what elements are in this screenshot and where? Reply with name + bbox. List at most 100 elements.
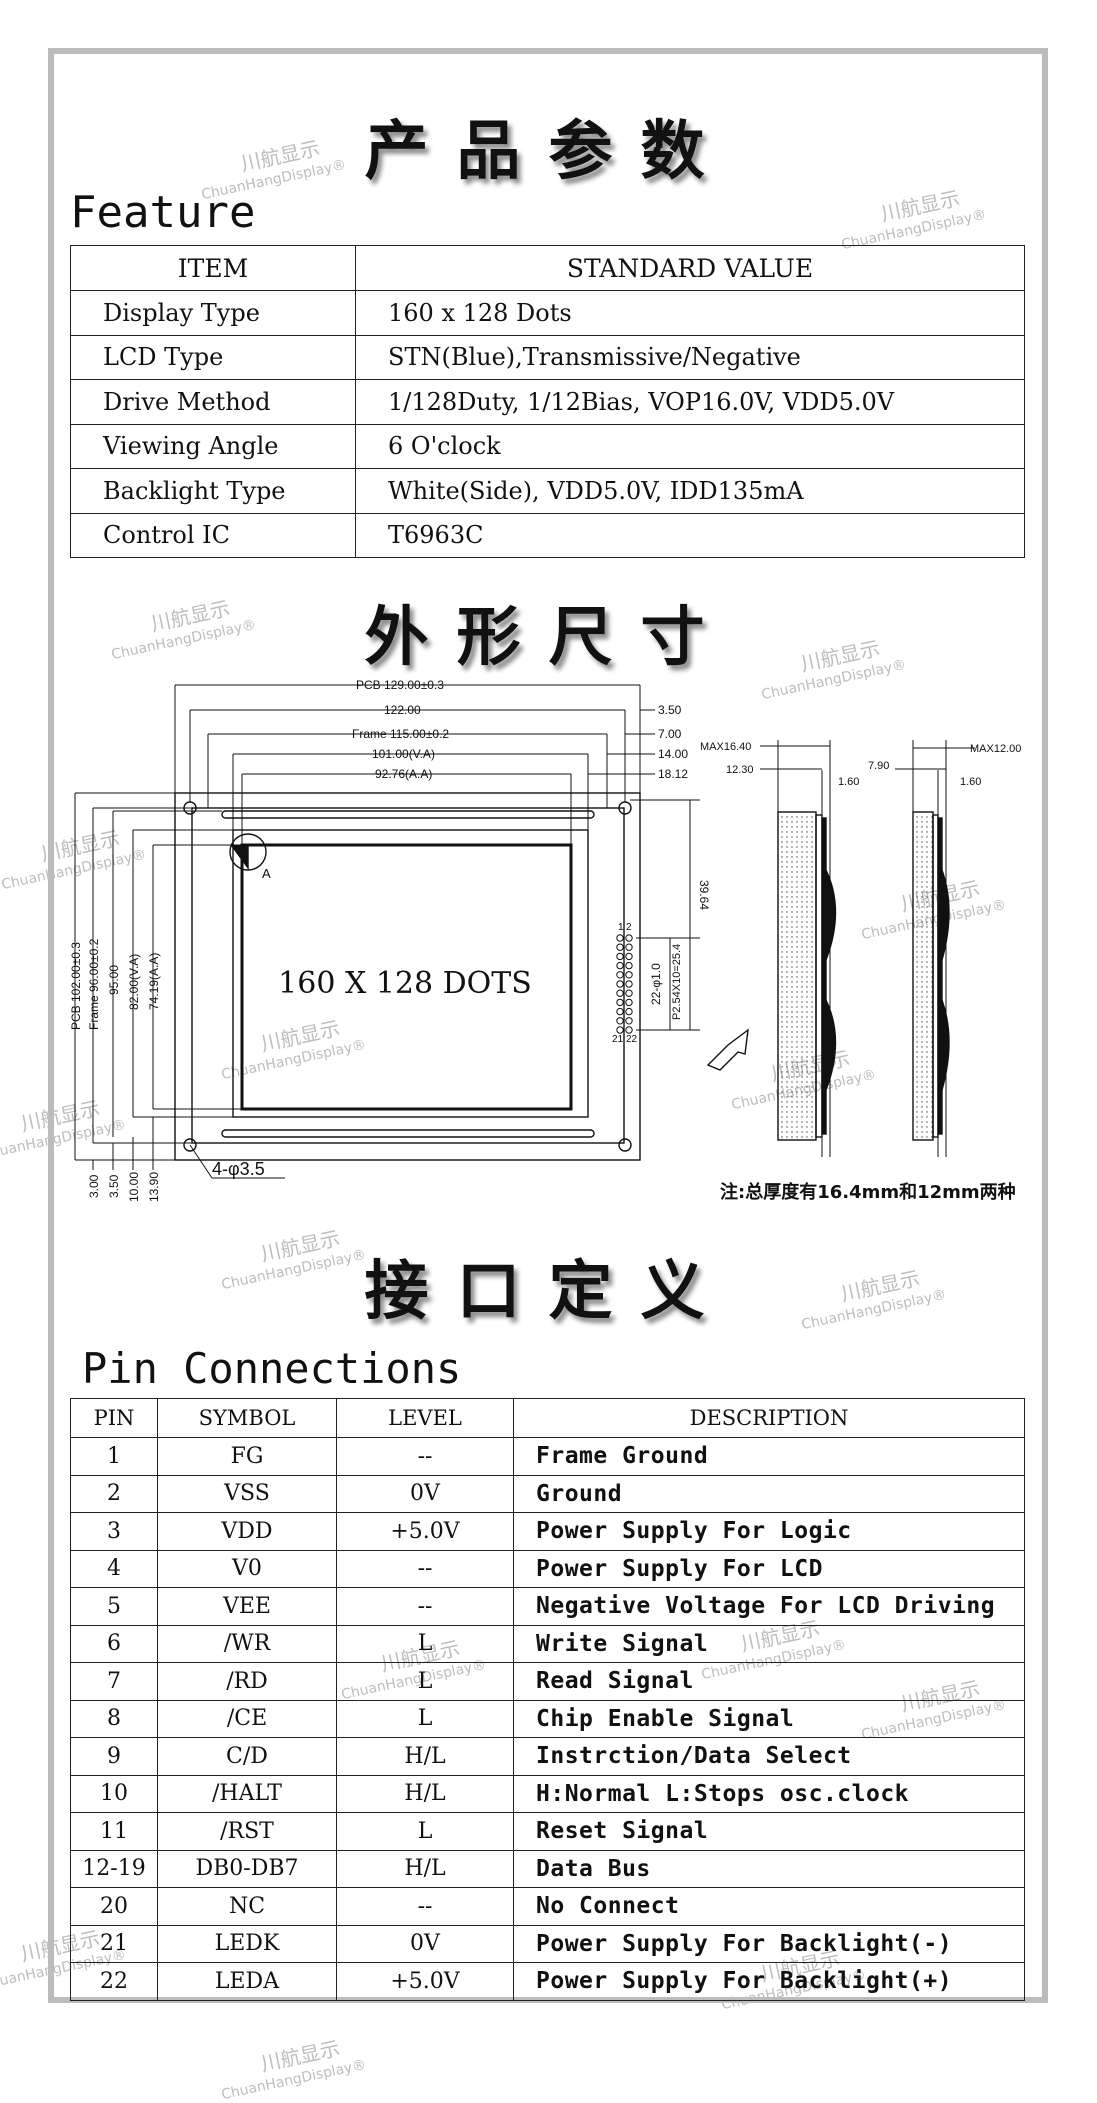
dim-14-00: 14.00 xyxy=(658,747,688,761)
pin-level-cell: -- xyxy=(336,1887,514,1926)
connector-pin xyxy=(616,989,624,997)
connector-pin xyxy=(616,1007,624,1016)
pin-number-cell: 10 xyxy=(70,1774,158,1813)
connector-pin xyxy=(625,1017,633,1025)
pin-level-cell: 0V xyxy=(336,1474,514,1513)
pin-description-cell: Power Supply For Backlight(-) xyxy=(513,1924,1025,1963)
mounting-hole-bl xyxy=(183,1138,197,1152)
pin-number-cell: 7 xyxy=(70,1662,158,1701)
pin-description-cell: H:Normal L:Stops osc.clock xyxy=(513,1774,1025,1813)
pin-symbol-cell: VSS xyxy=(157,1474,337,1513)
pin-symbol-cell: /CE xyxy=(157,1699,337,1738)
pin-level-cell: -- xyxy=(336,1587,514,1626)
feature-item-cell: Drive Method xyxy=(70,379,356,425)
dim-10-00: 10.00 xyxy=(127,1172,141,1202)
pin-level-cell: L xyxy=(336,1624,514,1663)
pin-description-cell: No Connect xyxy=(513,1887,1025,1926)
pin-symbol-cell: /HALT xyxy=(157,1774,337,1813)
pcb-outline xyxy=(174,792,641,1161)
table-header-row: PIN SYMBOL LEVEL DESCRIPTION xyxy=(70,1398,1025,1438)
pin-symbol-cell: VDD xyxy=(157,1512,337,1551)
corner-detail-label: A xyxy=(262,866,271,881)
pin-description-cell: Data Bus xyxy=(513,1849,1025,1888)
feature-item-cell: Display Type xyxy=(70,290,356,336)
pin-number-cell: 3 xyxy=(70,1512,158,1551)
pin-number-cell: 12-19 xyxy=(70,1849,158,1888)
col-level-header: LEVEL xyxy=(336,1398,514,1438)
pin-22-label: 22 xyxy=(626,1034,638,1045)
side2-a-label: 7.90 xyxy=(868,760,889,772)
mounting-hole-br xyxy=(618,1138,632,1152)
side2-max-label: MAX12.00 xyxy=(970,743,1021,755)
active-area xyxy=(240,843,573,1111)
pin-level-cell: +5.0V xyxy=(336,1962,514,2001)
pin-level-cell: 0V xyxy=(336,1924,514,1963)
col-symbol-header: SYMBOL xyxy=(157,1398,337,1438)
table-header-row: ITEM STANDARD VALUE xyxy=(70,245,1025,291)
pin-dimensions xyxy=(630,799,700,1031)
pin-description-cell: Power Supply For Logic xyxy=(513,1512,1025,1551)
pin-number-cell: 6 xyxy=(70,1624,158,1663)
pin-level-cell: H/L xyxy=(336,1774,514,1813)
heading-outline-dimensions: 外形尺寸 xyxy=(364,601,733,675)
col-description-header: DESCRIPTION xyxy=(513,1398,1025,1438)
pin-number-cell: 9 xyxy=(70,1737,158,1776)
pin-number-cell: 1 xyxy=(70,1437,158,1476)
side1-max-label: MAX16.40 xyxy=(700,741,751,753)
dim-7-00: 7.00 xyxy=(658,727,682,741)
pin-level-cell: L xyxy=(336,1699,514,1738)
connector-pin xyxy=(625,998,633,1007)
connector-pin xyxy=(616,980,624,988)
pin-level-cell: +5.0V xyxy=(336,1512,514,1551)
pin-symbol-cell: NC xyxy=(157,1887,337,1926)
corner-detail-circle xyxy=(229,833,267,871)
side1-b-label: 1.60 xyxy=(838,776,859,788)
connector-pin xyxy=(625,989,633,997)
pin-number-cell: 4 xyxy=(70,1549,158,1588)
dim-3-50-bottom: 3.50 xyxy=(107,1174,121,1198)
dim-aa-height: 74.19(A.A) xyxy=(147,953,161,1010)
frame-bottom-rail xyxy=(221,1129,595,1138)
pin-description-cell: Reset Signal xyxy=(513,1812,1025,1851)
connector-pin xyxy=(616,961,624,970)
dim-pcb-width: PCB 129.00±0.3 xyxy=(356,678,444,692)
thickness-note: 注:总厚度有16.4mm和12mm两种 xyxy=(720,1182,1016,1203)
pin-pitch-label: P2.54X10=25.4 xyxy=(671,944,683,1020)
connector-pin xyxy=(616,943,624,951)
pin-level-cell: L xyxy=(336,1662,514,1701)
pin-description-cell: Power Supply For Backlight(+) xyxy=(513,1962,1025,2001)
dim-95: 95.00 xyxy=(107,965,121,995)
pin-connections-title: Pin Connections xyxy=(82,1344,462,1393)
pin-description-cell: Instrction/Data Select xyxy=(513,1737,1025,1776)
frame-top-rail xyxy=(221,810,595,819)
pin-symbol-cell: VEE xyxy=(157,1587,337,1626)
connector-pin xyxy=(625,952,633,961)
col-item-header: ITEM xyxy=(70,245,356,291)
pin-number-cell: 20 xyxy=(70,1887,158,1926)
connector-pin xyxy=(616,1026,624,1034)
connector-pin xyxy=(625,943,633,951)
pin-number-cell: 5 xyxy=(70,1587,158,1626)
pin-symbol-cell: /RST xyxy=(157,1812,337,1851)
pin-number-cell: 8 xyxy=(70,1699,158,1738)
pin-symbol-cell: C/D xyxy=(157,1737,337,1776)
feature-item-cell: Backlight Type xyxy=(70,468,356,514)
pin-2-label: 2 xyxy=(626,922,632,933)
pin-number-cell: 11 xyxy=(70,1812,158,1851)
dim-3-50: 3.50 xyxy=(658,703,682,717)
connector-pin xyxy=(625,1007,633,1016)
